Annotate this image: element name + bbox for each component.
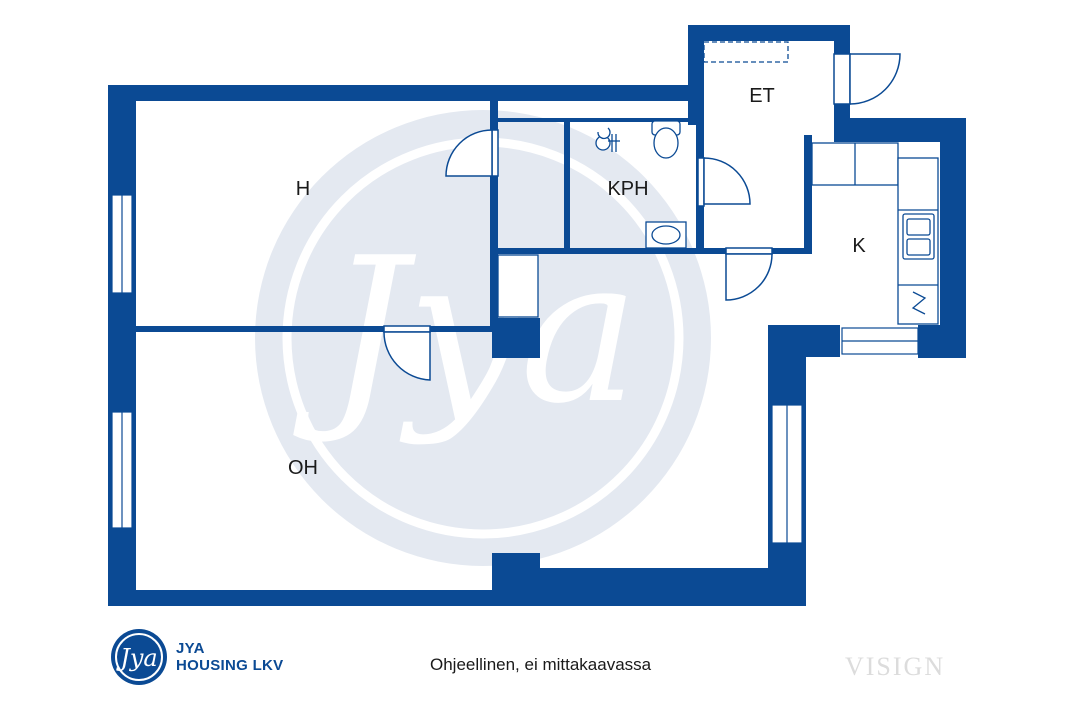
- kitchen-sink: [902, 213, 935, 260]
- scale-disclaimer: Ohjeellinen, ei mittakaavassa: [430, 655, 652, 674]
- label-kitchen: K: [852, 235, 866, 257]
- credit-watermark: VISIGN: [845, 652, 946, 681]
- door-bathroom: [697, 157, 751, 207]
- closet: [497, 254, 539, 318]
- bathroom-sink: [645, 221, 687, 249]
- brand-line2: HOUSING LKV: [176, 657, 284, 674]
- hat-shelf: [703, 41, 789, 63]
- label-bathroom: KPH: [607, 178, 648, 200]
- door-bedroom: [445, 129, 499, 177]
- brand-name: JYA HOUSING LKV: [176, 640, 283, 674]
- room-labels: H KPH ET K OH: [288, 85, 866, 479]
- doors: [383, 53, 901, 381]
- door-corridor: [725, 247, 773, 301]
- label-entry: ET: [749, 85, 775, 107]
- stove-symbol: [911, 291, 927, 315]
- brand-logo-text: Jya: [115, 644, 158, 672]
- shower-icon: [595, 127, 620, 152]
- brand-line1: JYA: [176, 640, 205, 657]
- label-bedroom: H: [296, 178, 310, 200]
- brand-logo-icon: Jya: [111, 629, 167, 685]
- brand-logo: Jya JYA HOUSING LKV: [110, 626, 310, 688]
- label-living-room: OH: [288, 457, 318, 479]
- exterior-walls: [108, 25, 966, 606]
- door-entrance: [833, 53, 901, 105]
- toilet: [651, 120, 681, 159]
- windows: [111, 194, 919, 544]
- fixtures: [497, 41, 939, 325]
- door-living: [383, 325, 431, 381]
